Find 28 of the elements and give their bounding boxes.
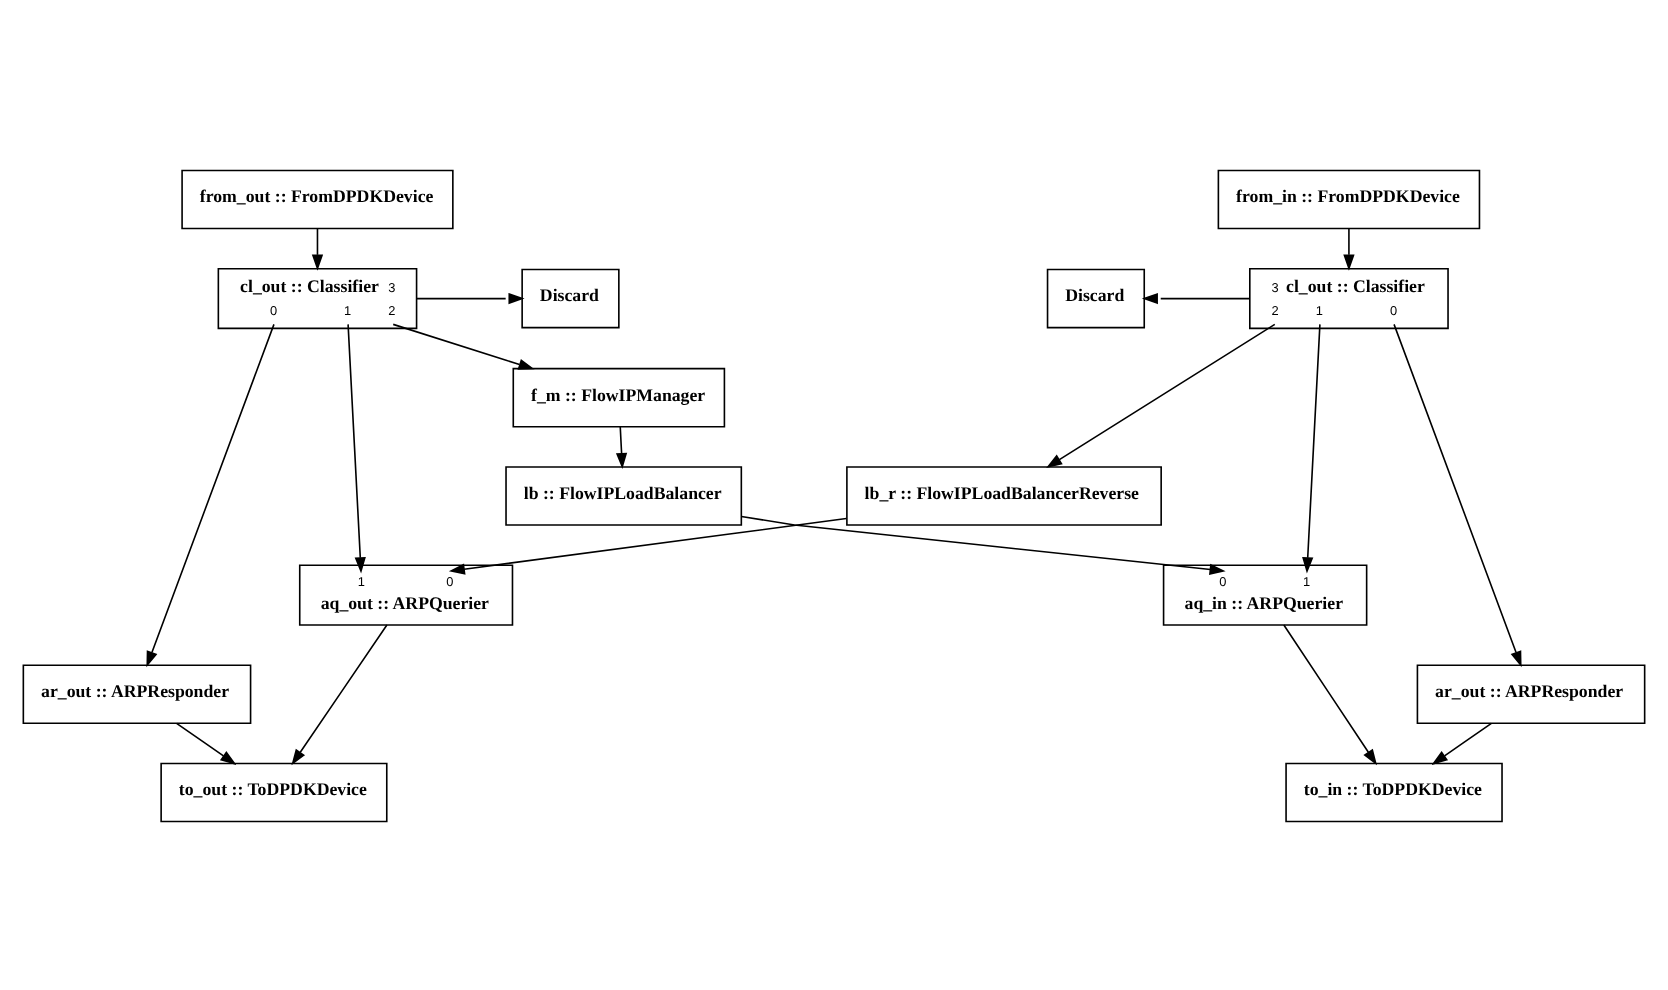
node-box: from_out :: FromDPDKDevice bbox=[181, 168, 454, 229]
arrow bbox=[1283, 623, 1378, 765]
node-box: from_in :: FromDPDKDevice bbox=[1217, 168, 1481, 229]
arrow bbox=[415, 291, 525, 304]
node-box: f_m :: FlowIPManager bbox=[512, 366, 726, 427]
node-box: ar_out :: ARPResponder bbox=[1416, 663, 1646, 724]
arrow bbox=[311, 227, 324, 270]
arrow bbox=[392, 322, 535, 369]
arrow bbox=[1141, 291, 1251, 304]
arrow bbox=[291, 623, 388, 765]
node-box: lb_r :: FlowIPLoadBalancerReverse bbox=[846, 465, 1162, 525]
arrow bbox=[1046, 322, 1276, 467]
arrow bbox=[615, 425, 628, 469]
arrow bbox=[1431, 721, 1493, 764]
node-box: Discard bbox=[521, 267, 620, 328]
node-box: to_in :: ToDPDKDevice bbox=[1285, 761, 1503, 822]
arrow bbox=[448, 516, 848, 574]
arrow bbox=[1302, 322, 1321, 573]
arrow bbox=[347, 322, 366, 573]
node-box: lb :: FlowIPLoadBalancer bbox=[505, 465, 743, 525]
arrow bbox=[1343, 227, 1355, 270]
arrow bbox=[740, 514, 1226, 575]
node-box: ar_out :: ARPResponder bbox=[22, 663, 252, 724]
arrow bbox=[146, 322, 275, 667]
arrow bbox=[1393, 322, 1522, 667]
arrow bbox=[175, 721, 237, 764]
node-box: Discard bbox=[1046, 267, 1146, 328]
node-box: to_out :: ToDPDKDevice bbox=[160, 761, 388, 822]
